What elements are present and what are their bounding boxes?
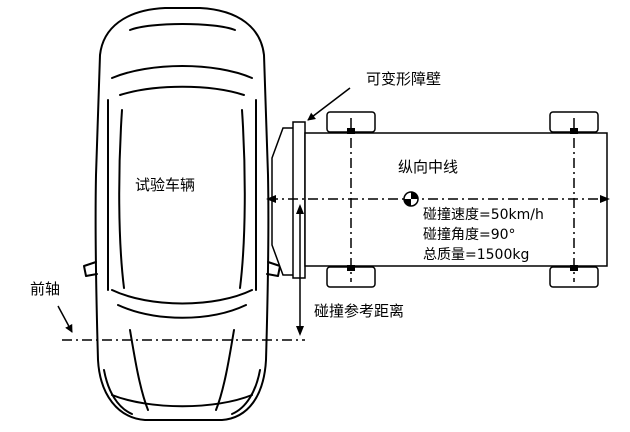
- barrier-block: [292, 121, 306, 279]
- vehicle-right-mirror: [266, 261, 281, 277]
- impact-angle-text: 碰撞角度=90°: [423, 227, 516, 243]
- trolley-wheels: [326, 111, 599, 288]
- centerline-arrow-right: [600, 195, 610, 203]
- vehicle-windshield: [111, 289, 253, 305]
- front-axle-leader: [57, 305, 73, 333]
- total-mass-text: 总质量=1500kg: [423, 247, 530, 263]
- vehicle-rear-window-inner: [119, 85, 245, 96]
- deformable-barrier: [271, 121, 306, 279]
- reference-distance-arrow-bottom: [296, 326, 304, 336]
- vehicle-front-bumper: [111, 394, 253, 408]
- reference-distance-label: 碰撞参考距离: [314, 302, 405, 320]
- vehicle-left-door-line: [118, 109, 125, 289]
- barrier-leader: [307, 87, 351, 121]
- test-vehicle-label: 试验车辆: [135, 176, 196, 194]
- reference-distance-arrow-top: [296, 204, 304, 214]
- centerline-arrow-left: [266, 195, 276, 203]
- front-axle-label: 前轴: [30, 280, 61, 298]
- vehicle-hood-crease-right: [215, 329, 235, 411]
- vehicle-body-outline: [94, 7, 270, 421]
- vehicle-left-mirror: [83, 261, 98, 277]
- vehicle-right-door-line: [239, 109, 246, 289]
- vehicle-right-headlight: [231, 369, 261, 415]
- center-of-mass-icon: [403, 191, 419, 207]
- vehicle-left-headlight: [103, 369, 133, 415]
- vehicle-hood-line: [117, 304, 247, 319]
- centerline-label: 纵向中线: [398, 158, 459, 176]
- vehicle-rear-detail: [129, 23, 236, 31]
- vehicle-hood-crease-left: [129, 329, 149, 411]
- vehicle-rear-window: [111, 65, 253, 79]
- test-vehicle: [83, 7, 281, 421]
- barrier-label: 可变形障壁: [366, 70, 442, 88]
- impact-speed-text: 碰撞速度=50km/h: [423, 207, 544, 223]
